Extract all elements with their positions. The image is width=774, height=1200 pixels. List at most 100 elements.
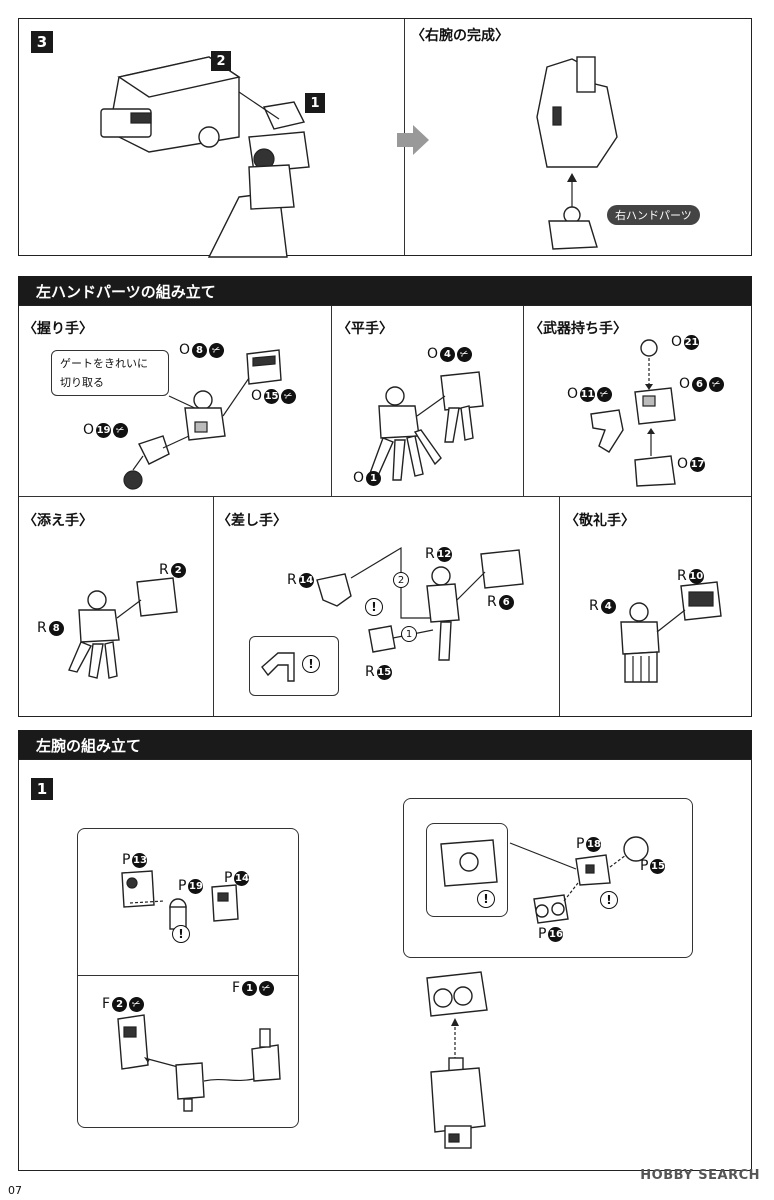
part-number: 1 <box>242 981 258 997</box>
left-hand-section-header: 左ハンドパーツの組み立て <box>18 276 752 306</box>
runner-letter: O <box>677 456 689 472</box>
divider-grip-flat <box>331 306 332 496</box>
upper-arm-assembly-illustration <box>100 56 310 258</box>
point-label-r15: R 15 <box>365 664 392 680</box>
part-number: 15 <box>376 664 392 680</box>
runner-letter: O <box>671 334 683 350</box>
support-label-r8: R 8 <box>37 620 64 636</box>
runner-letter: R <box>37 620 47 636</box>
label-p16: P 16 <box>538 923 564 947</box>
label-p13: P 13 <box>122 849 148 873</box>
part-number: 15 <box>264 388 280 404</box>
detail-part-illustration <box>261 652 295 682</box>
weapon-hand-illustration <box>590 339 676 487</box>
detail-box-divider <box>78 975 298 976</box>
right-arm-complete-title: 〈右腕の完成〉 <box>411 28 509 44</box>
runner-letter: R <box>677 568 687 584</box>
callout-part-2: 2 <box>211 51 231 71</box>
forearm-parts-illustration <box>117 1014 281 1112</box>
order-step-2: 2 <box>393 572 409 588</box>
gate-cut-icon: ✂ <box>278 386 299 406</box>
grip-label-o8: O 8 ✂ <box>179 340 227 360</box>
grip-hand-illustration <box>123 349 282 490</box>
part-number: 8 <box>192 342 208 358</box>
label-p19: P 19 <box>178 875 204 899</box>
runner-letter: O <box>679 376 691 392</box>
salute-label-r10: R 10 <box>677 568 704 584</box>
joint-closeup-box: ! <box>426 823 508 917</box>
right-hand-parts-badge: 右ハンドパーツ <box>607 205 700 225</box>
runner-letter: R <box>425 546 435 562</box>
runner-letter: P <box>538 926 547 942</box>
part-number: 12 <box>436 546 452 562</box>
part-number: 14 <box>234 871 250 887</box>
part-number: 15 <box>650 859 666 875</box>
part-number: 2 <box>170 562 186 578</box>
upper-joint-detail-box: ! ! P 18 P 15 P 16 <box>403 798 693 958</box>
runner-letter: P <box>122 852 131 868</box>
callout-part-1: 1 <box>305 93 325 113</box>
part-number: 8 <box>48 620 64 636</box>
warning-icon: ! <box>600 891 618 909</box>
warning-icon: ! <box>172 925 190 943</box>
divider-point-salute <box>559 496 560 716</box>
runner-letter: R <box>589 598 599 614</box>
part-number: 4 <box>440 346 456 362</box>
runner-letter: F <box>102 996 111 1012</box>
support-hand-title: 〈添え手〉 <box>23 513 93 529</box>
runner-letter: O <box>83 422 95 438</box>
weapon-label-o6: O 6 ✂ <box>679 374 727 394</box>
runner-letter: O <box>427 346 439 362</box>
weapon-label-o17: O 17 <box>677 456 706 472</box>
part-number: 21 <box>684 334 700 350</box>
gate-cut-icon: ✂ <box>594 384 615 404</box>
detail-callout: ! <box>249 636 339 696</box>
page-number: 07 <box>8 1184 22 1197</box>
gate-cut-icon: ✂ <box>706 374 727 394</box>
runner-letter: F <box>232 980 241 996</box>
divider-support-point <box>213 496 214 716</box>
grip-label-o15: O 15 ✂ <box>251 386 299 406</box>
left-arm-assembled-illustration <box>426 971 488 1149</box>
divider-row <box>19 496 751 497</box>
runner-letter: P <box>178 878 187 894</box>
part-number: 6 <box>498 594 514 610</box>
runner-letter: R <box>159 562 169 578</box>
arrow-right-icon <box>397 125 429 155</box>
part-number: 17 <box>690 456 706 472</box>
part-number: 14 <box>298 572 314 588</box>
part-number: 19 <box>188 879 204 895</box>
weapon-label-o21: O 21 <box>671 334 700 350</box>
point-hand-title: 〈差し手〉 <box>217 513 287 529</box>
part-number: 1 <box>366 470 382 486</box>
gate-cut-icon: ✂ <box>206 340 227 360</box>
label-p15: P 15 <box>640 855 666 879</box>
left-arm-panel: 1 ! P 13 P 19 P 14 <box>18 759 752 1171</box>
point-label-r14: R 14 <box>287 572 314 588</box>
grip-label-o19: O 19 ✂ <box>83 420 131 440</box>
watermark: HOBBY SEARCH <box>640 1168 760 1183</box>
runner-letter: R <box>365 664 375 680</box>
flat-hand-title: 〈平手〉 <box>337 321 393 337</box>
part-number: 4 <box>600 598 616 614</box>
step3-panel: 3 2 1 〈右腕の完成〉 右ハンドパーツ <box>18 18 752 258</box>
runner-letter: P <box>224 870 233 886</box>
warning-icon: ! <box>477 890 495 908</box>
runner-letter: P <box>576 836 585 852</box>
flat-hand-illustration <box>368 371 484 481</box>
left-arm-section-header: 左腕の組み立て <box>18 730 752 760</box>
grip-hand-title: 〈握り手〉 <box>23 321 93 337</box>
gate-cut-icon: ✂ <box>110 420 131 440</box>
order-step-1: 1 <box>401 626 417 642</box>
point-hand-illustration <box>316 546 524 661</box>
part-number: 13 <box>132 853 148 869</box>
salute-hand-illustration <box>620 581 722 683</box>
gate-cut-icon: ✂ <box>454 344 475 364</box>
joint-closeup-illustration <box>440 839 498 887</box>
gate-cut-icon: ✂ <box>126 995 147 1015</box>
part-number: 2 <box>112 997 128 1013</box>
gate-cut-icon: ✂ <box>256 979 277 999</box>
part-number: 11 <box>580 386 596 402</box>
flat-label-o4: O 4 ✂ <box>427 344 475 364</box>
support-label-r2: R 2 <box>159 562 186 578</box>
